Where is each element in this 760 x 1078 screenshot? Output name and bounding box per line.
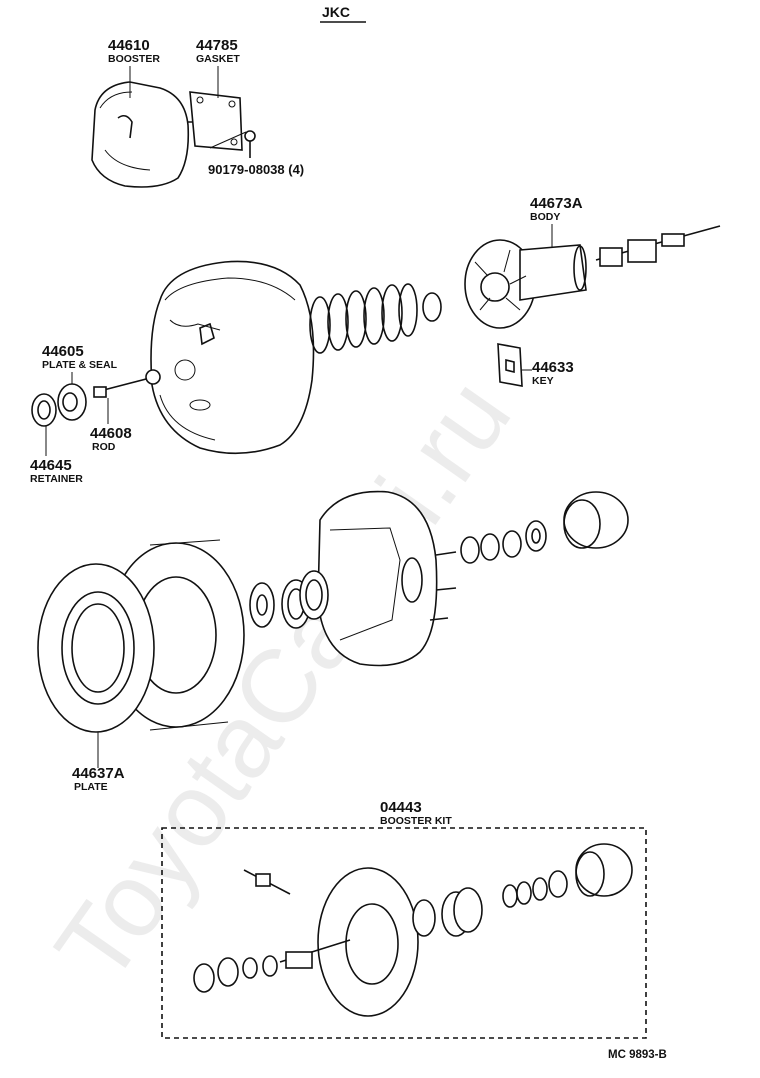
seal-rings-drawing [249,570,329,629]
gasket-name: GASKET [196,53,240,65]
body-drawing [464,225,721,329]
plate-seal-number: 44605 [42,343,84,360]
rod-number: 44608 [90,425,132,442]
plate-number: 44637A [72,765,125,782]
booster-name: BOOSTER [108,53,160,65]
key-number: 44633 [532,359,574,376]
valve-parts-drawing [460,491,629,564]
nut-number: 90179-08038 (4) [208,162,304,177]
plate-drawing [37,539,245,733]
booster-kit-box [161,827,647,1039]
rear-shell-drawing [317,490,457,667]
booster-number: 44610 [108,37,150,54]
booster-kit-name: BOOSTER KIT [380,815,452,827]
body-name: BODY [530,211,560,223]
key-name: KEY [532,375,554,387]
page-header: JKC [322,4,350,20]
rod-name: ROD [92,441,116,453]
booster-small-drawing [91,81,256,188]
body-number: 44673A [530,195,583,212]
plate-seal-drawing [57,383,87,421]
spring-drawing [309,283,442,354]
booster-kit-drawing [193,843,633,1017]
retainer-number: 44645 [30,457,72,474]
key-drawing [497,343,523,387]
gasket-number: 44785 [196,37,238,54]
retainer-name: RETAINER [30,473,83,485]
plate-name: PLATE [74,781,108,793]
booster-kit-number: 04443 [380,799,422,816]
booster-main-drawing [93,260,315,455]
plate-seal-name: PLATE & SEAL [42,359,118,371]
retainer-drawing [31,393,57,427]
footer-code: MC 9893-B [608,1049,667,1061]
